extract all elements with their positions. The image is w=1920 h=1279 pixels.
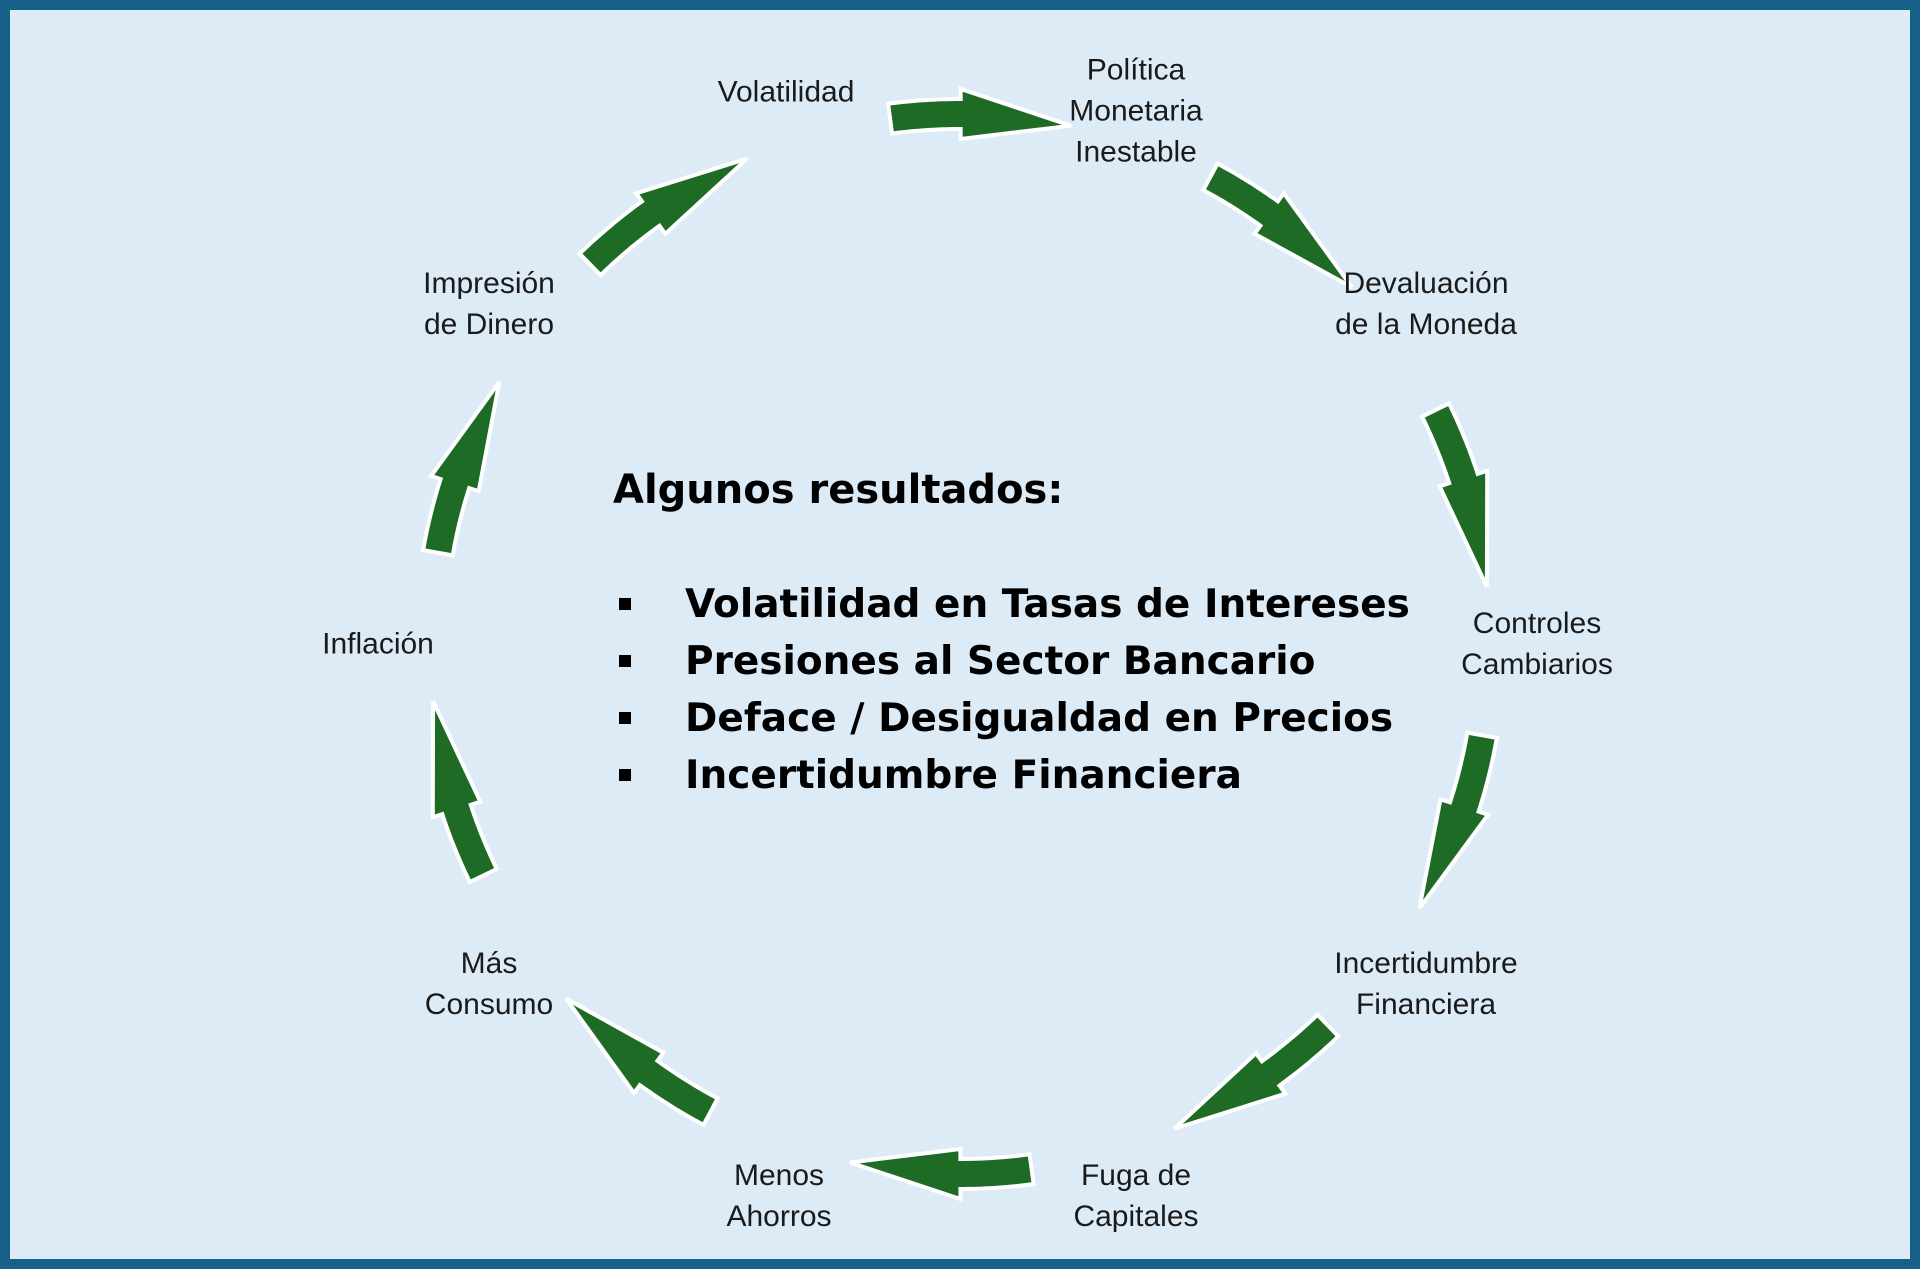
cycle-node-line: Financiera [1355,988,1497,1021]
cycle-node-line: Monetaria [1069,94,1203,128]
result-item: Volatilidad en Tasas de Intereses [613,576,1410,633]
cycle-arrow [885,86,1072,142]
results-title: Algunos resultados: [613,467,1064,513]
cycle-arrow [1200,161,1354,289]
cycle-arrow [576,156,749,278]
cycle-node-devaluacion: Devaluación de la Moneda [1335,263,1517,345]
cycle-node-line: Incertidumbre [1334,947,1518,980]
result-item-text: Incertidumbre Financiera [685,753,1242,798]
result-item-text: Presiones al Sector Bancario [685,639,1316,684]
cycle-node-volatilidad: Volatilidad [718,72,855,113]
bullet-icon [619,655,631,667]
cycle-arrows [420,86,1500,1202]
cycle-node-fuga: Fuga de Capitales [1073,1155,1198,1237]
cycle-node-line: Controles [1472,607,1602,640]
cycle-node-line: de Dinero [423,308,555,341]
bullet-icon [619,769,631,781]
cycle-node-impresion: Impresión de Dinero [423,263,555,345]
results-list: Volatilidad en Tasas de Intereses Presio… [613,576,1410,804]
result-item-text: Deface / Desigualdad en Precios [685,696,1394,741]
bullet-icon [619,712,631,724]
result-item: Deface / Desigualdad en Precios [613,690,1410,747]
result-item: Incertidumbre Financiera [613,747,1410,804]
cycle-arrow [1419,400,1490,588]
cycle-arrow [1417,730,1500,910]
cycle-node-line: de la Moneda [1335,308,1517,341]
result-item-text: Volatilidad en Tasas de Intereses [685,582,1410,627]
cycle-node-line: Fuga de [1080,1159,1192,1192]
cycle-node-line: Ahorros [726,1200,832,1233]
cycle-arrow [849,1146,1036,1202]
cycle-arrow [430,700,500,885]
cycle-node-line: Más [460,947,518,980]
bullet-icon [619,598,631,610]
cycle-node-line: Inflación [322,627,434,661]
cycle-node-inflacion: Inflación [322,624,434,665]
cycle-node-line: Devaluación [1343,267,1509,300]
cycle-node-line: Inestable [1075,135,1197,169]
cycle-arrow [1173,1011,1342,1131]
result-item: Presiones al Sector Bancario [613,633,1410,690]
cycle-node-line: Impresión [423,267,555,300]
cycle-node-line: Capitales [1073,1200,1199,1233]
cycle-arrow [564,997,721,1128]
cycle-node-line: Consumo [424,988,554,1021]
cycle-arrow [420,380,502,558]
cycle-node-line: Menos [733,1159,825,1192]
cycle-node-line: Política [1086,53,1186,87]
cycle-node-line: Cambiarios [1461,648,1613,681]
cycle-node-line: Volatilidad [717,75,855,109]
